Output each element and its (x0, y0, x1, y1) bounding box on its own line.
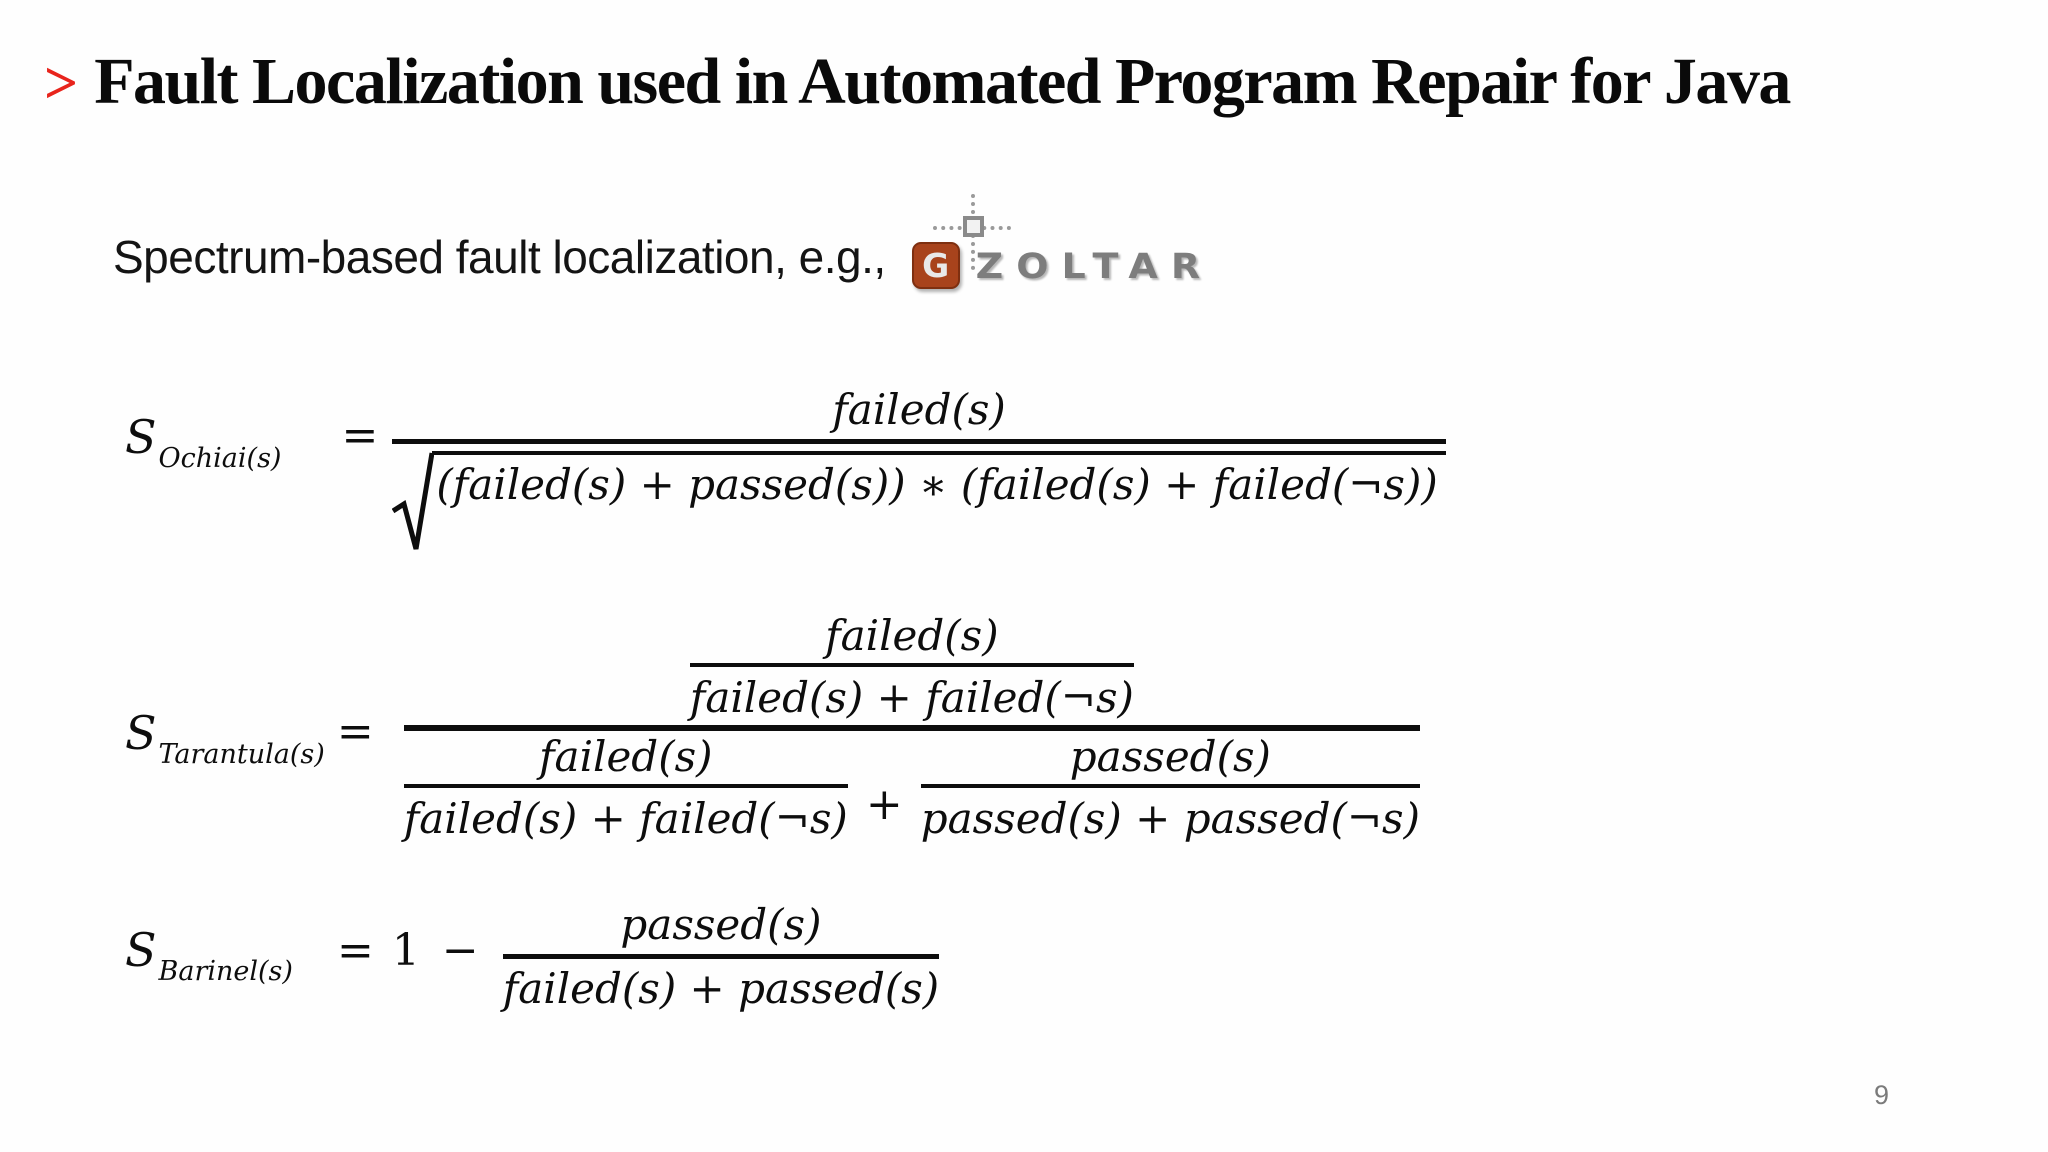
main-fraction-bar (403, 725, 1420, 731)
lower-left-denominator: failed(s) + failed(¬s) (403, 794, 848, 843)
crosshair-square-icon (962, 216, 984, 237)
formula-tarantula-label: STarantula(s) (125, 706, 325, 770)
plus-sign: + (865, 779, 903, 830)
equals-sign: = (336, 706, 374, 757)
equals-sign: = (336, 925, 374, 976)
page-number: 9 (1874, 1080, 1890, 1110)
formula-ochiai-label-base: S (125, 410, 157, 464)
formula-ochiai: SOchiai(s) = failed(s) (failed(s) + pass… (125, 388, 1446, 555)
formula-ochiai-sqrt: (failed(s) + passed(s)) ∗ (failed(s) + f… (392, 451, 1446, 555)
lower-right-numerator: passed(s) (920, 735, 1420, 788)
formula-barinel-label-base: S (125, 923, 157, 977)
formula-tarantula-big-fraction: failed(s) failed(s) + failed(¬s) failed(… (403, 614, 1420, 843)
formula-tarantula: STarantula(s) = failed(s) failed(s) + fa… (125, 614, 1420, 841)
formula-tarantula-lower-row: failed(s) failed(s) + failed(¬s) + passe… (403, 735, 1420, 843)
formula-ochiai-radicand: (failed(s) + passed(s)) ∗ (failed(s) + f… (432, 451, 1446, 507)
formula-ochiai-numerator: failed(s) (392, 388, 1446, 444)
formula-barinel-fraction: passed(s) failed(s) + passed(s) (502, 903, 940, 1013)
lower-left-numerator: failed(s) (403, 735, 848, 788)
formula-ochiai-fraction: failed(s) (failed(s) + passed(s)) ∗ (fai… (392, 388, 1446, 555)
upper-denominator: failed(s) + failed(¬s) (689, 673, 1134, 722)
title-row: > Fault Localization used in Automated P… (44, 42, 1791, 121)
radical-icon (392, 452, 435, 550)
formula-ochiai-label-subscript: Ochiai(s) (158, 443, 282, 474)
formula-tarantula-lower-left-fraction: failed(s) failed(s) + failed(¬s) (403, 735, 848, 843)
upper-numerator: failed(s) (689, 614, 1134, 667)
formula-barinel-label: SBarinel(s) (125, 923, 293, 987)
subtitle-row: Spectrum-based fault localization, e.g.,… (113, 194, 1214, 289)
formula-barinel-denominator: failed(s) + passed(s) (502, 964, 940, 1013)
formula-tarantula-lower-right-fraction: passed(s) passed(s) + passed(¬s) (920, 735, 1420, 843)
page-title: Fault Localization used in Automated Pro… (94, 45, 1791, 118)
formula-tarantula-label-base: S (125, 706, 157, 760)
title-marker-icon: > (44, 50, 79, 116)
gzoltar-g-icon: G (911, 242, 960, 289)
gzoltar-wordmark: ZOLTAR (975, 245, 1214, 286)
gzoltar-logo: G ZOLTAR (911, 194, 1214, 289)
formula-barinel-numerator: passed(s) (502, 903, 940, 959)
formula-tarantula-label-subscript: Tarantula(s) (158, 739, 325, 770)
formula-ochiai-label: SOchiai(s) (125, 410, 281, 474)
subtitle-text: Spectrum-based fault localization, e.g., (113, 230, 886, 283)
number-one: 1 (391, 925, 420, 976)
lower-right-denominator: passed(s) + passed(¬s) (920, 794, 1420, 843)
equals-sign: = (341, 410, 379, 461)
formula-tarantula-upper-fraction: failed(s) failed(s) + failed(¬s) (689, 614, 1134, 722)
minus-sign: − (441, 925, 479, 976)
formula-barinel-label-subscript: Barinel(s) (158, 956, 293, 987)
formula-barinel: SBarinel(s) = 1 − passed(s) failed(s) + … (125, 903, 940, 1013)
